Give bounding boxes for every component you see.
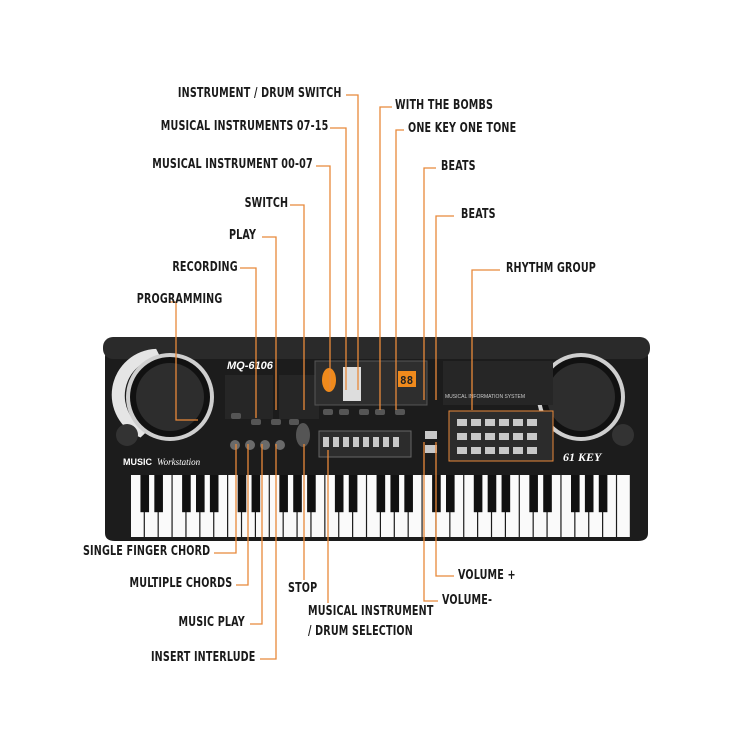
- label-single-finger-chord: SINGLE FINGER CHORD: [83, 544, 210, 559]
- label-programming: PROGRAMMING: [136, 292, 222, 307]
- label-multiple-chords: MULTIPLE CHORDS: [129, 576, 232, 591]
- label-play: PLAY: [229, 228, 256, 243]
- label-music-play: MUSIC PLAY: [179, 615, 245, 630]
- label-stop: STOP: [288, 581, 317, 596]
- label-insert-interlude: INSERT INTERLUDE: [151, 650, 256, 665]
- label-instrument-drum-selection-1: MUSICAL INSTRUMENT: [308, 604, 434, 619]
- label-rhythm-group: RHYTHM GROUP: [506, 261, 596, 276]
- label-instrument-drum-selection-2: / DRUM SELECTION: [308, 624, 413, 639]
- label-musical-instruments-07-15: MUSICAL INSTRUMENTS 07-15: [160, 119, 328, 134]
- label-volume-minus: VOLUME-: [442, 593, 492, 608]
- label-beats-2: BEATS: [461, 207, 496, 222]
- label-volume-plus: VOLUME +: [458, 568, 516, 583]
- label-beats-1: BEATS: [441, 159, 476, 174]
- label-recording: RECORDING: [173, 260, 238, 275]
- label-instrument-drum-switch: INSTRUMENT / DRUM SWITCH: [178, 86, 342, 101]
- label-musical-instrument-00-07: MUSICAL INSTRUMENT 00-07: [152, 157, 313, 172]
- label-with-the-bombs: WITH THE BOMBS: [395, 98, 493, 113]
- label-one-key-one-tone: ONE KEY ONE TONE: [408, 121, 516, 136]
- label-switch: SWITCH: [244, 196, 288, 211]
